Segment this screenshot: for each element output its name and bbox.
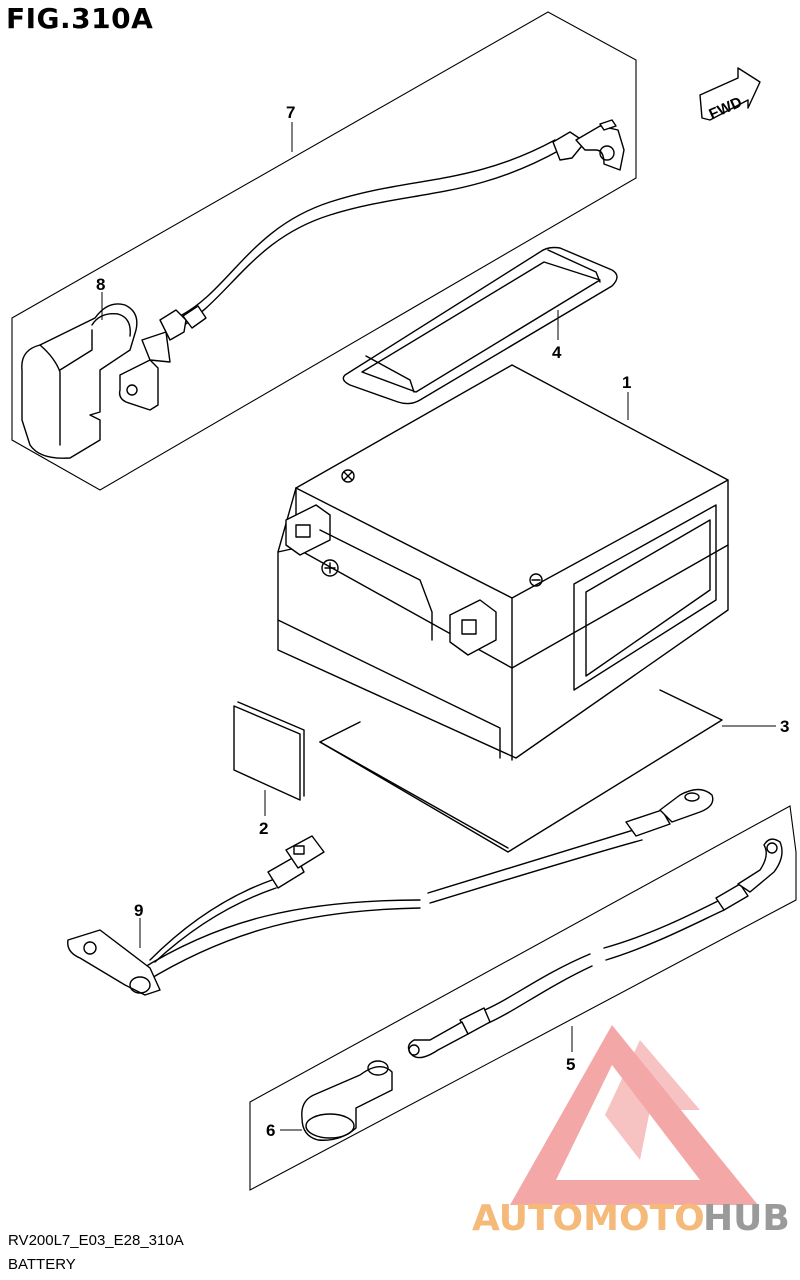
callout-5: 5 [566, 1055, 575, 1074]
terminal-bracket [118, 331, 171, 411]
battery-unit [277, 364, 729, 761]
callout-8: 8 [96, 275, 105, 294]
negative-wire-harness [67, 788, 714, 996]
watermark-text: AUTOMOTO HUB [472, 1198, 790, 1239]
positive-battery-cable [159, 119, 625, 341]
negative-battery-cable [407, 838, 783, 1059]
forward-direction-arrow: FWD [699, 67, 761, 123]
figure-title: FIG.310A [6, 2, 154, 35]
battery-label [233, 701, 305, 801]
callout-numbers: 7 8 4 1 3 2 9 5 6 [96, 103, 789, 1140]
callout-7: 7 [286, 103, 295, 122]
callout-2: 2 [259, 819, 268, 838]
callout-1: 1 [622, 373, 631, 392]
watermark-text-part2: HUB [703, 1198, 790, 1239]
negative-terminal-cap [301, 1060, 393, 1141]
upper-group-box [11, 11, 637, 491]
leader-lines [101, 122, 776, 1131]
callout-9: 9 [134, 901, 143, 920]
battery-mat [319, 689, 723, 853]
callout-3: 3 [780, 717, 789, 736]
watermark-logo [510, 1025, 758, 1205]
positive-terminal-cover [21, 303, 138, 459]
lower-group-box [249, 805, 797, 1191]
callout-6: 6 [266, 1121, 275, 1140]
callout-4: 4 [552, 343, 562, 362]
watermark-text-part1: AUTOMOTO [472, 1198, 705, 1239]
drawing-code: RV200L7_E03_E28_310A [8, 1232, 184, 1249]
battery-band [342, 246, 618, 405]
figure-caption: BATTERY [8, 1256, 76, 1273]
